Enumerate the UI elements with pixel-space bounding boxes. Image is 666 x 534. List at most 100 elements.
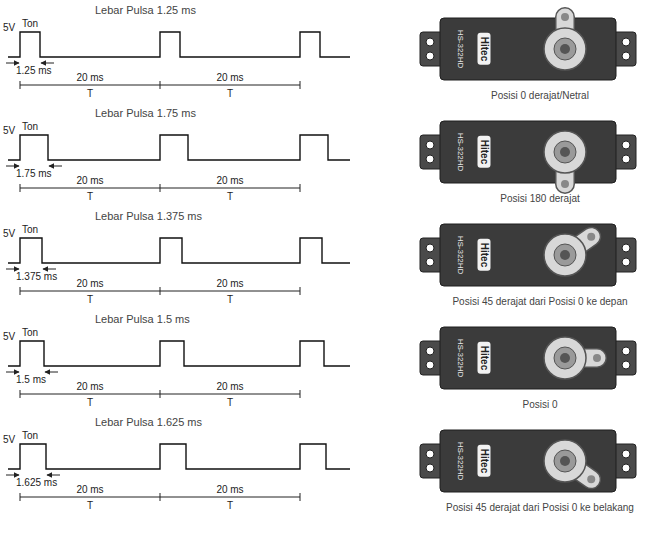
width-arrow bbox=[41, 63, 54, 64]
pulse-width-title: Lebar Pulsa 1.5 ms bbox=[95, 313, 190, 325]
mount-hole bbox=[622, 52, 630, 60]
horn-screw bbox=[560, 44, 570, 54]
dimension-tick bbox=[20, 493, 21, 501]
width-arrow bbox=[47, 475, 60, 476]
servo-body bbox=[440, 224, 616, 286]
period-symbol: T bbox=[200, 88, 260, 100]
width-arrow bbox=[6, 63, 19, 64]
arm-hole bbox=[593, 354, 601, 362]
servo-horn bbox=[544, 131, 586, 173]
period-symbol: T bbox=[200, 191, 260, 203]
dimension-tick bbox=[20, 184, 21, 192]
pulse-width-value: 1.625 ms bbox=[16, 477, 57, 489]
arm-hole bbox=[587, 475, 595, 483]
servo-body bbox=[440, 121, 616, 183]
model-number: HS-322HD bbox=[456, 30, 465, 69]
arm-hole bbox=[587, 233, 595, 241]
model-number: HS-322HD bbox=[456, 442, 465, 481]
pulse-width-value: 1.375 ms bbox=[16, 271, 57, 283]
period-value: 20 ms bbox=[200, 278, 260, 290]
servo-horn bbox=[544, 337, 586, 379]
mount-hole bbox=[622, 258, 630, 266]
horn-hub bbox=[554, 38, 576, 60]
servo-body bbox=[440, 430, 616, 492]
signal-row bbox=[6, 327, 636, 398]
period-symbol: T bbox=[60, 191, 120, 203]
servo-label-panel: HS-322HD Hitec bbox=[450, 124, 502, 180]
pulse-width-title: Lebar Pulsa 1.75 ms bbox=[95, 107, 196, 119]
dimension-tick bbox=[300, 81, 301, 89]
ton-label: Ton bbox=[22, 18, 38, 30]
horn-screw bbox=[560, 456, 570, 466]
period-value: 20 ms bbox=[200, 72, 260, 84]
servo-label-panel: HS-322HDHitec bbox=[450, 21, 502, 77]
width-arrow bbox=[6, 372, 19, 373]
voltage-label: 5V bbox=[3, 22, 15, 34]
dimension-tick bbox=[20, 287, 21, 295]
voltage-label: 5V bbox=[3, 434, 15, 446]
period-symbol: T bbox=[60, 294, 120, 306]
pwm-waveform bbox=[8, 135, 350, 160]
period-value: 20 ms bbox=[200, 175, 260, 187]
mount-hole bbox=[622, 347, 630, 355]
pwm-waveform bbox=[8, 238, 350, 263]
servo-label-panel: HS-322HD Hitec bbox=[450, 227, 502, 283]
mount-hole bbox=[426, 141, 434, 149]
servo-body bbox=[440, 18, 616, 80]
signal-row bbox=[6, 430, 636, 501]
horn-hub bbox=[554, 141, 576, 163]
mount-hole bbox=[426, 464, 434, 472]
signal-row bbox=[6, 121, 636, 192]
model-number: HS-322HD bbox=[456, 133, 465, 172]
horn-screw bbox=[560, 250, 570, 260]
horn-hub bbox=[554, 347, 576, 369]
pwm-waveform bbox=[8, 341, 350, 366]
model-number: HS-322HD bbox=[456, 339, 465, 378]
dimension-tick bbox=[300, 390, 301, 398]
position-caption: Posisi 180 derajat bbox=[440, 193, 640, 205]
period-symbol: T bbox=[60, 397, 120, 409]
dimension-tick bbox=[20, 390, 21, 398]
position-caption: Posisi 0 bbox=[440, 399, 640, 411]
mount-hole bbox=[622, 244, 630, 252]
arm-hole bbox=[561, 13, 569, 21]
mount-hole bbox=[426, 244, 434, 252]
horn-hub bbox=[554, 244, 576, 266]
position-caption: Posisi 45 derajat dari Posisi 0 ke depan bbox=[440, 296, 640, 308]
dimension-tick bbox=[160, 184, 161, 192]
pulse-width-title: Lebar Pulsa 1.375 ms bbox=[95, 210, 202, 222]
mount-hole bbox=[426, 155, 434, 163]
pulse-width-title: Lebar Pulsa 1.625 ms bbox=[95, 416, 202, 428]
mount-hole bbox=[622, 361, 630, 369]
period-value: 20 ms bbox=[60, 381, 120, 393]
dimension-tick bbox=[300, 184, 301, 192]
ton-label: Ton bbox=[22, 121, 38, 133]
horn-screw bbox=[560, 353, 570, 363]
mount-hole bbox=[622, 141, 630, 149]
mount-hole bbox=[426, 258, 434, 266]
period-symbol: T bbox=[200, 500, 260, 512]
period-symbol: T bbox=[60, 88, 120, 100]
servo-body bbox=[440, 327, 616, 389]
pwm-waveform bbox=[8, 32, 350, 57]
horn-screw bbox=[560, 147, 570, 157]
servo-horn bbox=[544, 28, 586, 70]
brand-label: Hitec bbox=[478, 136, 491, 168]
dimension-tick bbox=[300, 287, 301, 295]
mount-hole bbox=[622, 450, 630, 458]
width-arrow bbox=[43, 269, 56, 270]
brand-label: Hitec bbox=[478, 445, 491, 477]
period-symbol: T bbox=[200, 397, 260, 409]
position-caption: Posisi 45 derajat dari Posisi 0 ke belak… bbox=[440, 502, 640, 514]
servo-label-panel: HS-322HD Hitec bbox=[450, 433, 502, 489]
brand-label: Hitec bbox=[478, 239, 491, 271]
width-arrow bbox=[6, 269, 19, 270]
mount-hole bbox=[426, 450, 434, 458]
mount-hole bbox=[426, 38, 434, 46]
model-number: HS-322HD bbox=[456, 236, 465, 275]
dimension-tick bbox=[160, 81, 161, 89]
width-arrow bbox=[45, 372, 58, 373]
dimension-tick bbox=[300, 493, 301, 501]
ton-label: Ton bbox=[22, 430, 38, 442]
period-symbol: T bbox=[200, 294, 260, 306]
